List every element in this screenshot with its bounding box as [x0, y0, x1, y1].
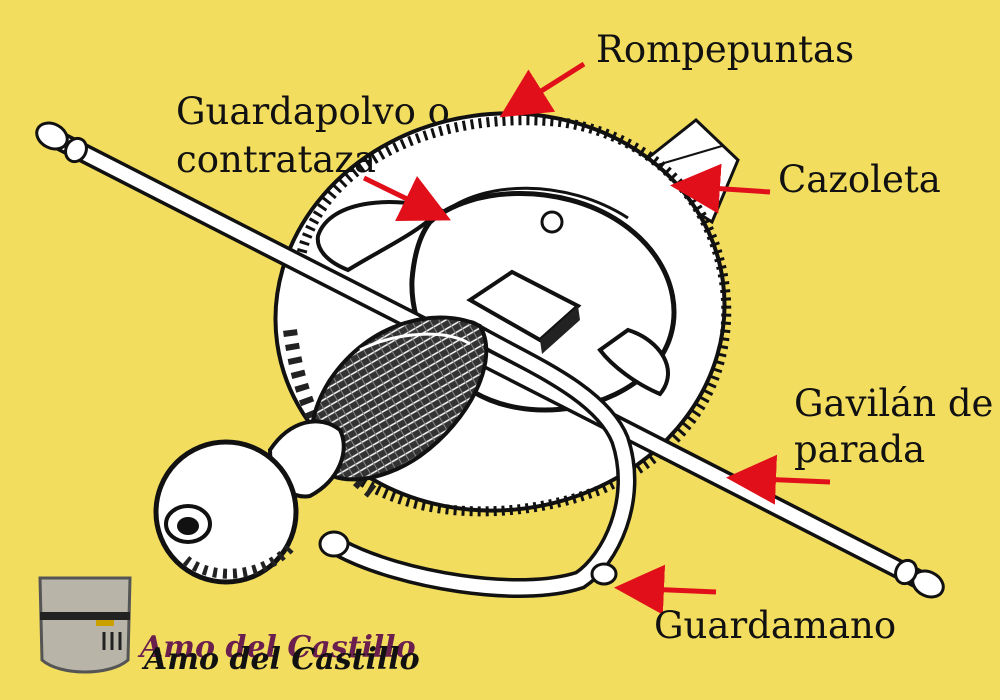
annotation-arrows: [362, 61, 831, 615]
label-rompepuntas: Rompepuntas: [596, 28, 855, 71]
label-guardamano: Guardamano: [654, 604, 897, 647]
arrow-gavilan: [726, 454, 831, 505]
helmet-logo: [38, 576, 132, 674]
ricasso: [466, 269, 582, 354]
label-gavilan-line1: Gavilán de: [794, 382, 994, 425]
watermark-logo-text-shadow: Amo del Castillo: [144, 642, 420, 677]
watermark-logo-text: Amo del Castillo: [140, 630, 416, 665]
arrow-guardapolvo: [362, 175, 451, 221]
gavilan-crossbar: [35, 121, 945, 599]
arrow-rompepuntas: [499, 61, 586, 118]
label-gavilan-line2: parada: [794, 428, 926, 471]
label-guardapolvo-line1: Guardapolvo o: [176, 90, 450, 133]
label-cazoleta: Cazoleta: [778, 158, 941, 201]
label-guardapolvo-line2: contrataza: [176, 138, 376, 181]
arrow-cazoleta: [670, 163, 771, 214]
arrow-guardamano: [614, 564, 717, 615]
pommel: [153, 419, 346, 585]
